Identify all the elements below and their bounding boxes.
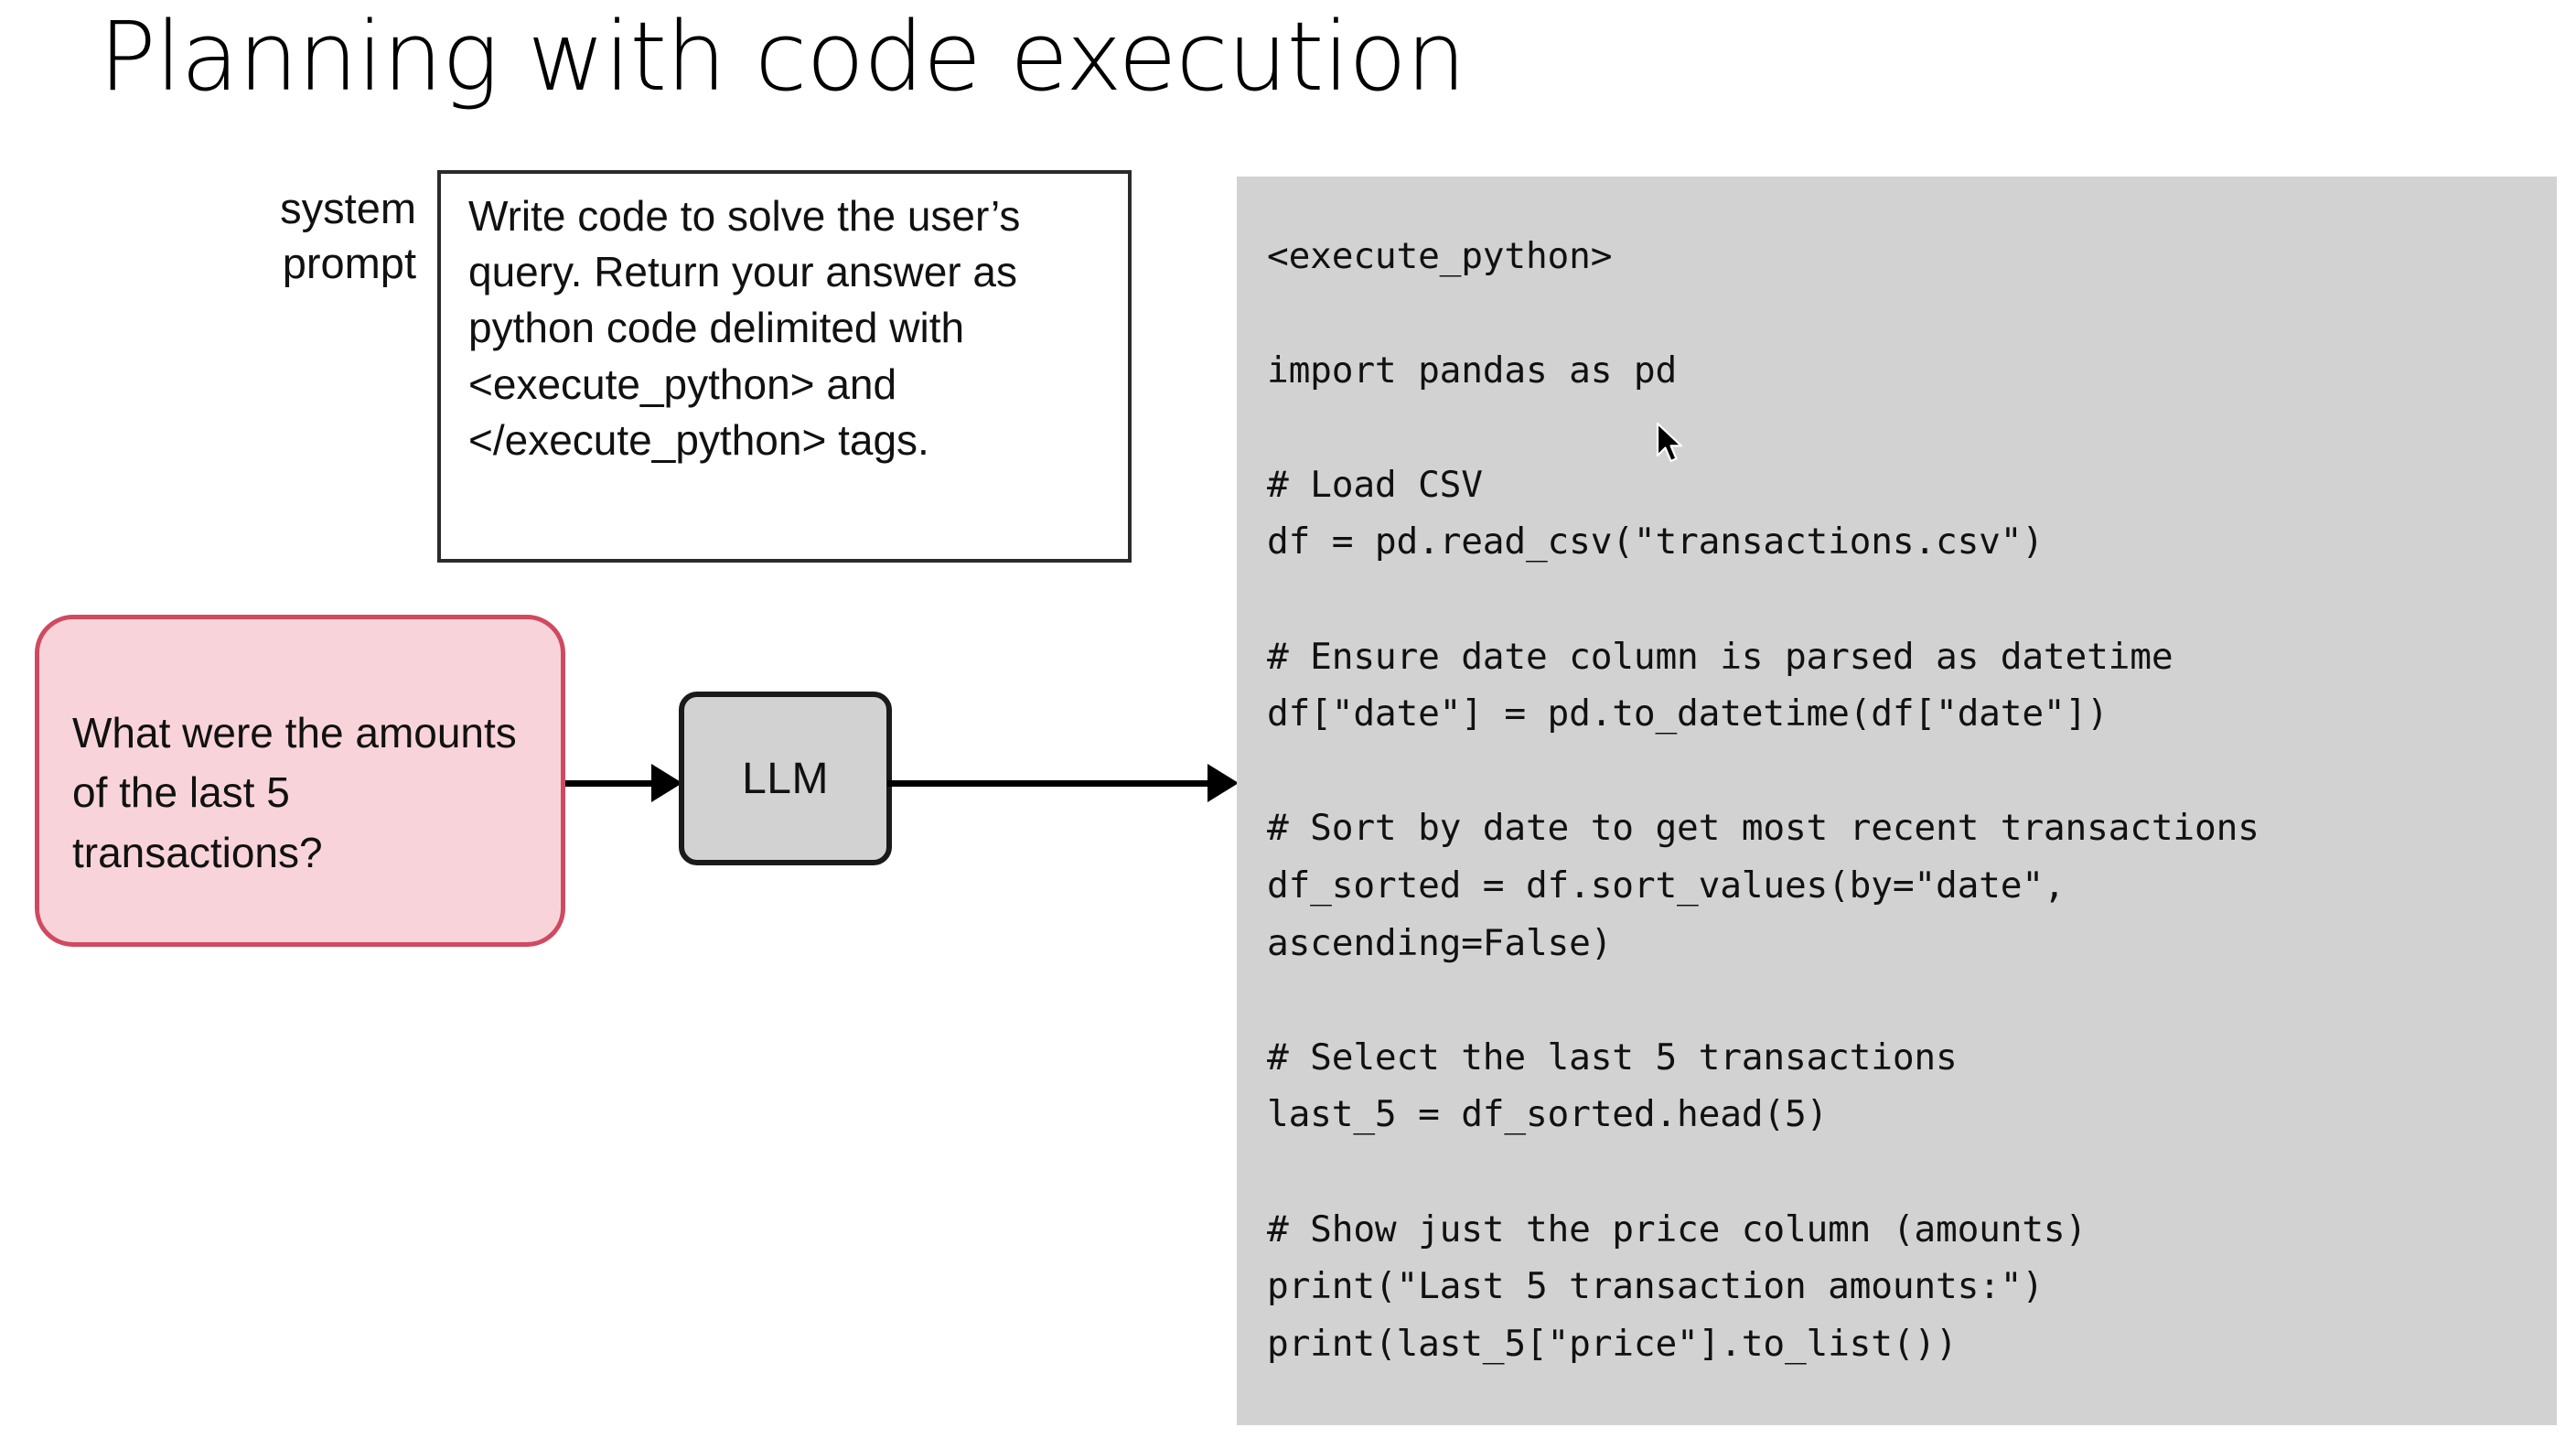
system-prompt-box: Write code to solve the user’s query. Re… [437,170,1132,563]
system-prompt-label: system prompt [142,181,416,291]
system-prompt-label-line2: prompt [282,239,416,288]
arrow-head-icon [651,764,682,802]
arrow-query-to-llm [565,764,682,802]
system-prompt-label-line1: system [280,184,416,232]
code-block: <execute_python> import pandas as pd # L… [1267,234,2259,1438]
arrow-shaft [887,780,1209,787]
arrow-shaft [565,780,655,787]
user-query-bubble: What were the amounts of the last 5 tran… [35,615,565,947]
user-query-text: What were the amounts of the last 5 tran… [72,709,517,876]
arrow-head-icon [1208,764,1239,802]
page-title: Planning with code execution [99,1,1466,113]
system-prompt-text: Write code to solve the user’s query. Re… [468,192,1021,464]
llm-node: LLM [679,692,892,865]
arrow-llm-to-code [887,764,1239,802]
llm-node-label: LLM [742,754,829,803]
code-output-panel: <execute_python> import pandas as pd # L… [1237,177,2557,1438]
